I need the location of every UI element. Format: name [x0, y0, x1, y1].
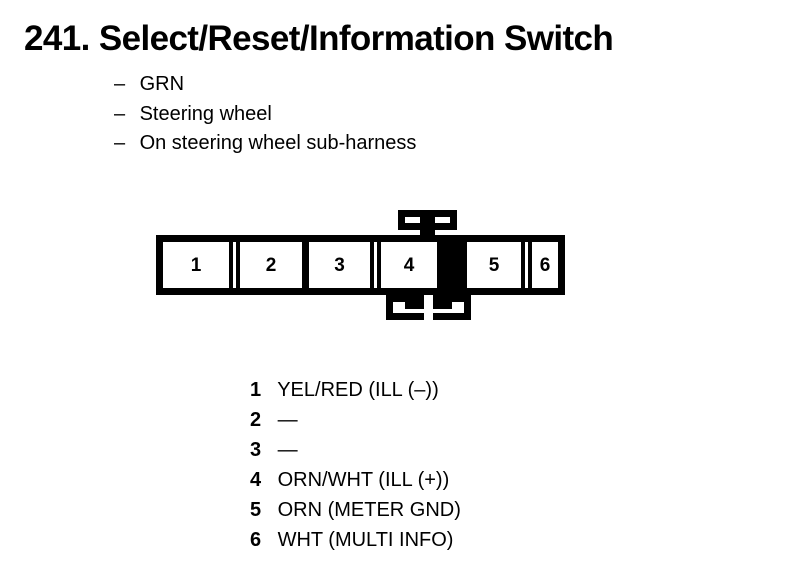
cavity-divider-double [370, 242, 381, 288]
pin-description: ORN/WHT (ILL (+)) [277, 469, 450, 491]
connector-cavity-3: 3 [309, 242, 370, 288]
connector-cavity-6: 6 [532, 242, 558, 288]
bracket-notch [433, 302, 452, 309]
cavity-number: 3 [334, 254, 345, 276]
pin-description: ORN (METER GND) [277, 499, 461, 521]
bracket-side-bar [464, 295, 471, 320]
pin-number: 5 [250, 499, 262, 521]
note-text: On steering wheel sub-harness [139, 132, 417, 154]
cavity-divider-double [229, 242, 240, 288]
bracket-top-bar [386, 295, 424, 302]
connector-top-latch-tab-icon [398, 210, 457, 237]
list-item: 5 ORN (METER GND) [250, 495, 461, 525]
latch-bracket-left [386, 295, 424, 320]
latch-top-bar [398, 210, 457, 217]
list-item: 2 — [250, 405, 461, 435]
note-text: GRN [139, 73, 185, 95]
list-item: 3 — [250, 435, 461, 465]
bracket-top-bar [433, 295, 471, 302]
bracket-bottom-bar [386, 313, 424, 320]
connector-notes-list: – GRN – Steering wheel – On steering whe… [114, 70, 416, 159]
pin-description: WHT (MULTI INFO) [277, 529, 454, 551]
list-item: 6 WHT (MULTI INFO) [250, 525, 461, 555]
connector-cavity-2: 2 [240, 242, 302, 288]
connector-cavity-4: 4 [381, 242, 437, 288]
latch-top-right-leg [450, 210, 457, 223]
list-item: – GRN [114, 70, 416, 100]
cavity-divider-double [521, 242, 532, 288]
pin-number: 4 [250, 469, 262, 491]
bullet-dash-icon: – [114, 132, 126, 154]
bracket-side-bar [386, 295, 393, 320]
cavity-number: 6 [539, 254, 551, 276]
cavity-number: 5 [488, 254, 500, 276]
bullet-dash-icon: – [114, 73, 126, 95]
latch-top-stem [420, 217, 435, 237]
connector-bottom-latch-icon [386, 295, 471, 320]
cavity-number: 4 [403, 254, 415, 276]
page-title: 241. Select/Reset/Information Switch [24, 19, 614, 58]
bracket-bottom-bar [433, 313, 471, 320]
pin-description: YEL/RED (ILL (–)) [277, 379, 439, 401]
list-item: – Steering wheel [114, 100, 416, 130]
cavity-number: 2 [265, 254, 277, 276]
connector-cavity-5: 5 [467, 242, 521, 288]
note-text: Steering wheel [139, 102, 272, 125]
pin-number: 2 [250, 409, 262, 431]
list-item: – On steering wheel sub-harness [114, 129, 416, 159]
list-item: 1 YEL/RED (ILL (–)) [250, 375, 461, 405]
latch-bracket-right [433, 295, 471, 320]
connector-cavity-row: 1 2 3 4 5 6 [163, 242, 558, 288]
pin-description: — [277, 439, 298, 461]
pin-number: 1 [250, 379, 262, 401]
bullet-dash-icon: – [114, 102, 126, 125]
pin-legend: 1 YEL/RED (ILL (–)) 2 — 3 — 4 ORN/WHT (I… [250, 375, 461, 555]
cavity-divider-single [302, 242, 309, 288]
pin-description: — [277, 409, 298, 431]
connector-illustration: 1 2 3 4 5 6 [156, 210, 568, 320]
pin-number: 6 [250, 529, 262, 551]
bracket-notch [405, 302, 424, 309]
connector-cavity-1: 1 [163, 242, 229, 288]
latch-top-left-leg [398, 210, 405, 223]
cavity-number: 1 [190, 254, 202, 276]
list-item: 4 ORN/WHT (ILL (+)) [250, 465, 461, 495]
cavity-divider-latch-block [437, 242, 467, 288]
pin-number: 3 [250, 439, 262, 461]
